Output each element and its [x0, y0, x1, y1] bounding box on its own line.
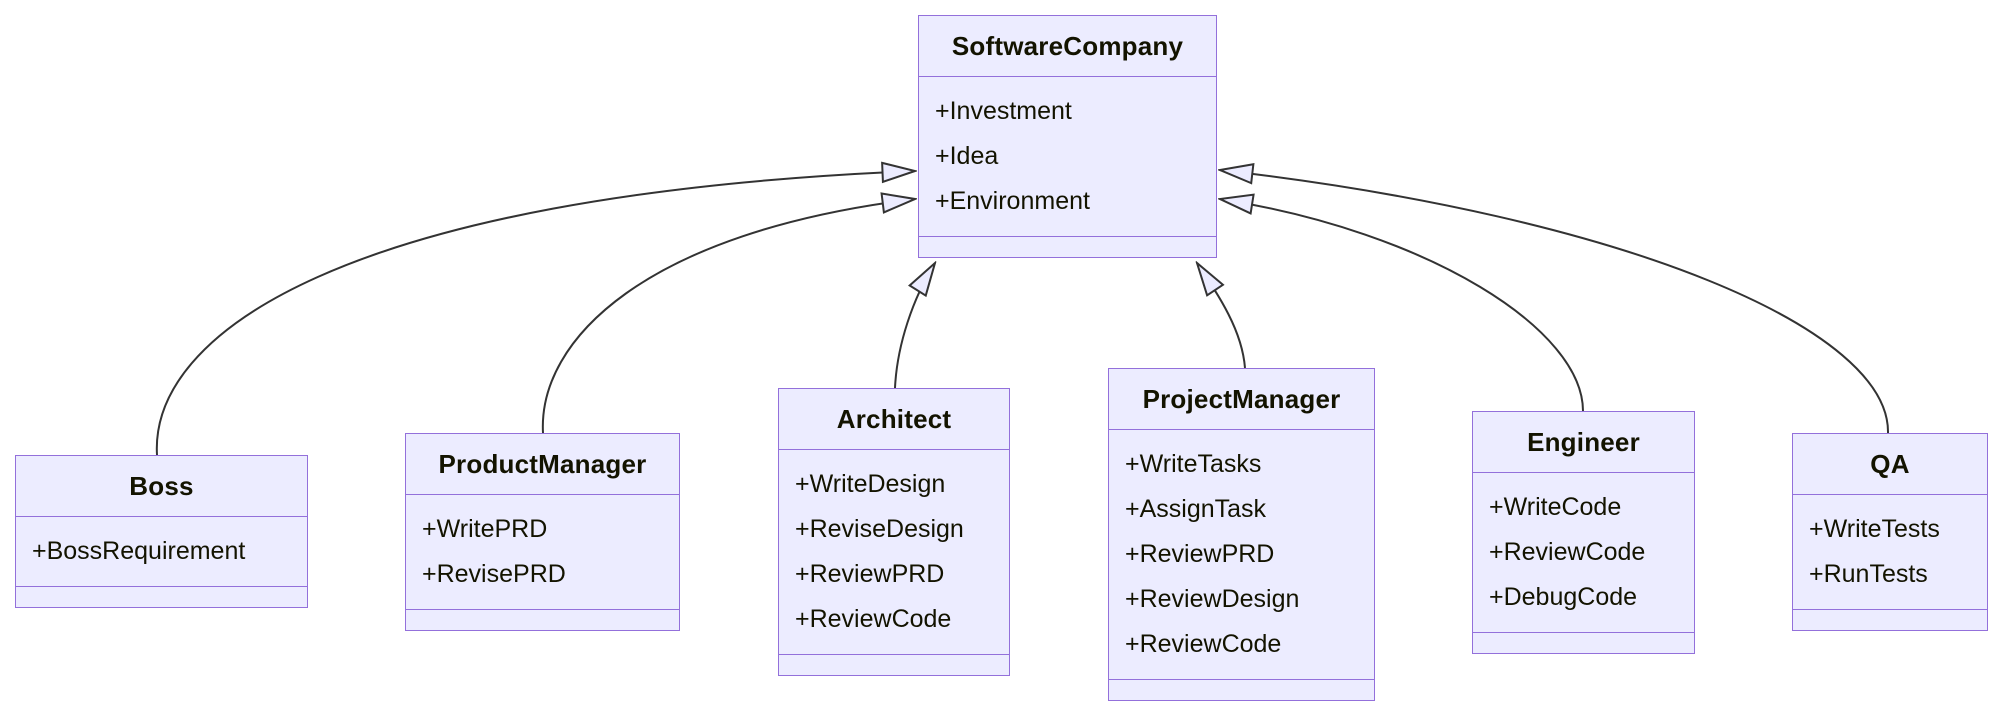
class-projectmanager-methods-empty	[1109, 679, 1374, 700]
attribute-bossrequirement: +BossRequirement	[32, 537, 246, 565]
class-boss-methods-empty	[16, 586, 307, 607]
class-engineer-members: +WriteCode +ReviewCode +DebugCode	[1473, 473, 1694, 632]
edge-qa-to-softwarecompany	[1220, 170, 1890, 434]
attribute-reviewprd: +ReviewPRD	[1125, 540, 1275, 568]
class-softwarecompany: SoftwareCompany +Investment +Idea +Envir…	[918, 15, 1217, 258]
class-productmanager-members: +WritePRD +RevisePRD	[406, 495, 679, 609]
attribute-assigntask: +AssignTask	[1125, 495, 1267, 523]
attribute-reviseprd: +RevisePRD	[422, 560, 566, 588]
edge-boss-to-softwarecompany	[155, 171, 915, 456]
class-productmanager-title: ProductManager	[406, 434, 679, 495]
class-engineer-methods-empty	[1473, 632, 1694, 653]
edge-architect-to-softwarecompany	[894, 263, 935, 389]
class-softwarecompany-title: SoftwareCompany	[919, 16, 1216, 77]
class-architect-title: Architect	[779, 389, 1009, 450]
attribute-writetasks: +WriteTasks	[1125, 450, 1262, 478]
class-productmanager: ProductManager +WritePRD +RevisePRD	[405, 433, 680, 631]
class-boss-title: Boss	[16, 456, 307, 517]
class-boss: Boss +BossRequirement	[15, 455, 308, 608]
class-boss-members: +BossRequirement	[16, 517, 307, 586]
attribute-writedesign: +WriteDesign	[795, 470, 946, 498]
class-projectmanager-members: +WriteTasks +AssignTask +ReviewPRD +Revi…	[1109, 430, 1374, 679]
attribute-reviewdesign: +ReviewDesign	[1125, 585, 1300, 613]
attribute-investment: +Investment	[935, 97, 1072, 125]
class-engineer-title: Engineer	[1473, 412, 1694, 473]
attribute-reviewcode: +ReviewCode	[795, 605, 952, 633]
class-qa: QA +WriteTests +RunTests	[1792, 433, 1988, 631]
attribute-idea: +Idea	[935, 142, 999, 170]
class-architect-methods-empty	[779, 654, 1009, 675]
class-architect: Architect +WriteDesign +ReviseDesign +Re…	[778, 388, 1010, 676]
attribute-reviewcode: +ReviewCode	[1125, 630, 1282, 658]
edge-productmanager-to-softwarecompany	[541, 199, 915, 434]
class-qa-members: +WriteTests +RunTests	[1793, 495, 1987, 609]
class-qa-title: QA	[1793, 434, 1987, 495]
attribute-reviewcode: +ReviewCode	[1489, 538, 1646, 566]
edge-engineer-to-softwarecompany	[1220, 199, 1584, 412]
class-productmanager-methods-empty	[406, 609, 679, 630]
class-architect-members: +WriteDesign +ReviseDesign +ReviewPRD +R…	[779, 450, 1009, 654]
edge-projectmanager-to-softwarecompany	[1197, 263, 1246, 369]
attribute-debugcode: +DebugCode	[1489, 583, 1638, 611]
class-engineer: Engineer +WriteCode +ReviewCode +DebugCo…	[1472, 411, 1695, 654]
class-qa-methods-empty	[1793, 609, 1987, 630]
class-projectmanager-title: ProjectManager	[1109, 369, 1374, 430]
attribute-environment: +Environment	[935, 187, 1090, 215]
attribute-runtests: +RunTests	[1809, 560, 1928, 588]
class-softwarecompany-methods-empty	[919, 236, 1216, 257]
attribute-revisedesign: +ReviseDesign	[795, 515, 964, 543]
attribute-writetests: +WriteTests	[1809, 515, 1940, 543]
class-softwarecompany-members: +Investment +Idea +Environment	[919, 77, 1216, 236]
class-projectmanager: ProjectManager +WriteTasks +AssignTask +…	[1108, 368, 1375, 701]
attribute-reviewprd: +ReviewPRD	[795, 560, 945, 588]
attribute-writecode: +WriteCode	[1489, 493, 1622, 521]
attribute-writeprd: +WritePRD	[422, 515, 548, 543]
